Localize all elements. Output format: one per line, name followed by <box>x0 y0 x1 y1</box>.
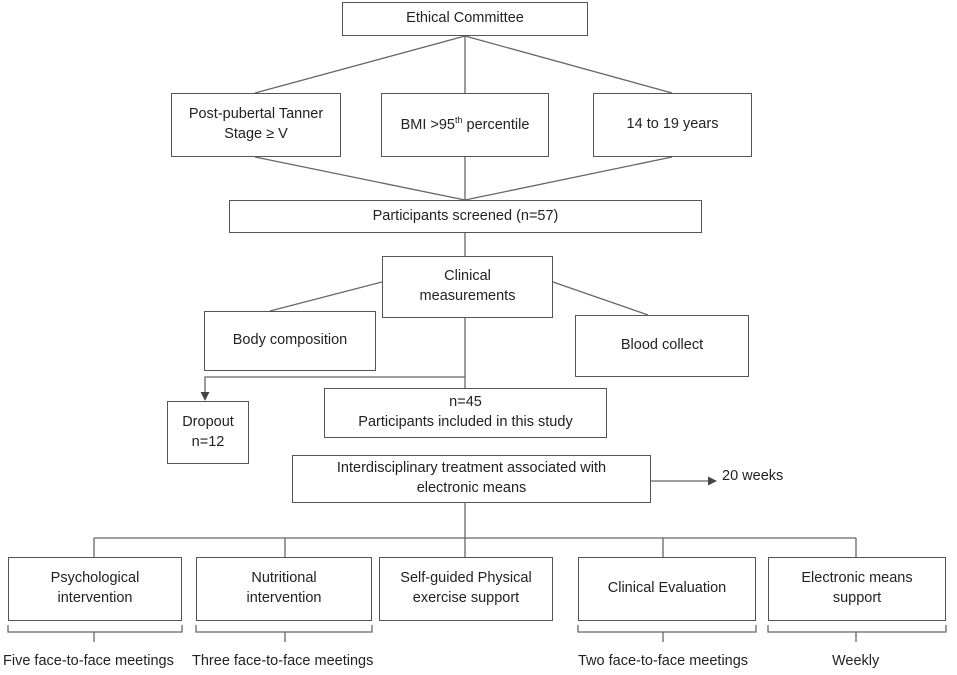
psych-meetings-note: Five face-to-face meetings <box>3 653 174 669</box>
dropout-line-1: Dropout <box>182 413 234 430</box>
edge-ethical-tanner <box>254 35 466 94</box>
screened-box: Participants screened (n=57) <box>229 200 702 233</box>
dropout-line-2: n=12 <box>191 433 225 450</box>
tanner-stage-box: Post-pubertal Tanner Stage ≥ V <box>171 93 341 157</box>
edge-tanner-screened <box>254 156 466 201</box>
ethical-committee-box: Ethical Committee <box>342 2 588 36</box>
clinical-measurements-box: Clinical measurements <box>382 256 553 318</box>
body-composition-box: Body composition <box>204 311 376 371</box>
bracket-electronic <box>767 625 947 642</box>
treatment-line-2: electronic means <box>416 480 527 496</box>
psych-line-2: intervention <box>57 590 133 606</box>
clinical-meetings-note: Two face-to-face meetings <box>578 653 749 669</box>
edge-age-screened <box>464 156 673 201</box>
exercise-line-2: exercise support <box>412 590 520 606</box>
bracket-psych <box>7 625 183 642</box>
included-line-1: n=45 <box>449 394 482 411</box>
bmi-label: BMI >95th percentile <box>400 115 530 134</box>
blood-collect-box: Blood collect <box>575 315 749 377</box>
clinical-line-1: Clinical <box>444 268 491 285</box>
edge-clinical-dropout <box>200 376 465 401</box>
edge-clinical-body <box>269 281 383 312</box>
exercise-line-1: Self-guided Physical <box>400 570 532 587</box>
electronic-frequency-note: Weekly <box>832 653 880 669</box>
clinical-evaluation-label: Clinical Evaluation <box>607 580 727 597</box>
nutri-line-1: Nutritional <box>251 570 317 587</box>
included-box: n=45 Participants included in this study <box>324 388 607 438</box>
nutri-line-2: intervention <box>246 590 322 606</box>
edge-ethical-age <box>464 35 673 94</box>
ethical-committee-label: Ethical Committee <box>406 10 524 27</box>
age-range-box: 14 to 19 years <box>593 93 752 157</box>
bmi-box: BMI >95th percentile <box>381 93 549 157</box>
exercise-box: Self-guided Physical exercise support <box>379 557 553 621</box>
psych-line-1: Psychological <box>50 570 140 587</box>
electronic-line-1: Electronic means <box>801 570 913 587</box>
clinical-line-2: measurements <box>419 288 516 304</box>
edge-clinical-blood <box>552 281 649 316</box>
bracket-nutri <box>195 625 373 642</box>
treatment-box: Interdisciplinary treatment associated w… <box>292 455 651 503</box>
nutri-meetings-note: Three face-to-face meetings <box>192 653 374 669</box>
blood-collect-label: Blood collect <box>620 337 704 354</box>
tanner-line-2: Stage ≥ V <box>224 126 288 142</box>
age-range-label: 14 to 19 years <box>626 116 719 133</box>
electronic-line-2: support <box>832 590 882 606</box>
dropout-box: Dropout n=12 <box>167 401 249 464</box>
nutritional-box: Nutritional intervention <box>196 557 372 621</box>
treatment-line-1: Interdisciplinary treatment associated w… <box>336 460 607 477</box>
bracket-clinical-eval <box>577 625 757 642</box>
included-line-2: Participants included in this study <box>358 414 573 430</box>
tanner-line-1: Post-pubertal Tanner <box>188 106 324 123</box>
duration-note: 20 weeks <box>722 468 784 484</box>
psychological-box: Psychological intervention <box>8 557 182 621</box>
screened-label: Participants screened (n=57) <box>372 207 559 224</box>
electronic-means-box: Electronic means support <box>768 557 946 621</box>
body-composition-label: Body composition <box>232 332 348 349</box>
clinical-evaluation-box: Clinical Evaluation <box>578 557 756 621</box>
